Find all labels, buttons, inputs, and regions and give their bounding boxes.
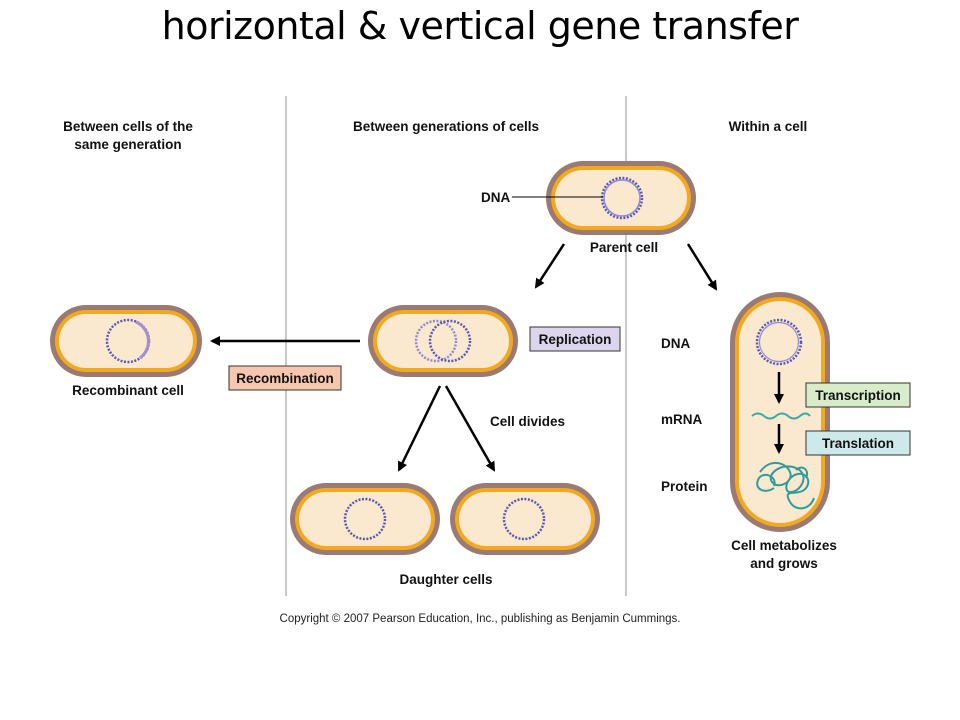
protein-chain: [756, 462, 815, 510]
translation-box: [805, 430, 911, 456]
cell-divides-label: Cell divides: [490, 414, 565, 429]
translation-label: Translation: [822, 436, 894, 451]
replicating-cell: [368, 305, 518, 377]
recombination-label: Recombination: [236, 371, 334, 386]
header-left-line1: Between cells of the: [63, 119, 193, 134]
arrow-parent-to-replication: [534, 243, 566, 289]
header-right: Within a cell: [729, 119, 808, 134]
replication-box: [529, 326, 621, 352]
metabolizes-label-line1: Cell metabolizes: [731, 538, 837, 553]
recombinant-cell-label: Recombinant cell: [72, 383, 184, 398]
header-middle: Between generations of cells: [353, 119, 539, 134]
daughter-cells-label: Daughter cells: [399, 572, 492, 587]
protein-label: Protein: [661, 479, 708, 494]
daughter-cell-left: [290, 483, 440, 555]
copyright-text: Copyright © 2007 Pearson Education, Inc.…: [280, 613, 681, 625]
page-title: horizontal & vertical gene transfer: [161, 4, 799, 48]
transcription-label: Transcription: [815, 388, 901, 403]
mrna-strand: [751, 412, 811, 420]
parent-cell-label: Parent cell: [590, 240, 658, 255]
dna-label-parent: DNA: [481, 190, 510, 205]
dna-label-right: DNA: [661, 336, 690, 351]
metabolizes-label-line2: and grows: [750, 556, 818, 571]
arrow-parent-to-metabolism: [686, 243, 718, 291]
daughter-cell-right: [450, 483, 600, 555]
arrow-divide-left: [397, 385, 442, 472]
recombinant-cell: [50, 305, 202, 377]
metabolizing-cell: [730, 292, 830, 532]
header-left-line2: same generation: [74, 137, 181, 152]
arrow-divide-right: [444, 385, 496, 472]
transcription-box: [805, 382, 911, 408]
mrna-label: mRNA: [661, 412, 703, 427]
parent-cell: [546, 161, 696, 235]
recombination-box: [228, 365, 342, 391]
replication-label: Replication: [539, 332, 612, 347]
